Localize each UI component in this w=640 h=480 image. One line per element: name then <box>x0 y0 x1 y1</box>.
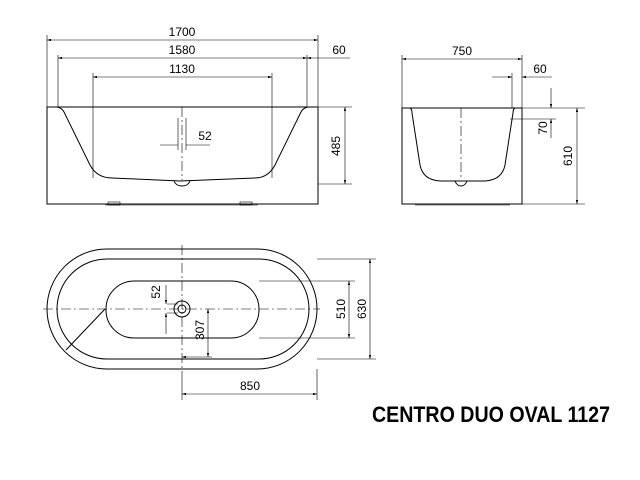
side-view: 750 60 70 610 <box>401 44 585 206</box>
front-view: 1700 1580 1130 60 52 485 <box>46 25 352 206</box>
dim-510: 510 <box>334 299 348 319</box>
dim-750: 750 <box>452 44 472 58</box>
basin-floor-oval <box>105 280 260 339</box>
side-basin-profile <box>409 107 516 182</box>
dim-307: 307 <box>193 320 207 340</box>
front-basin-profile <box>56 106 309 182</box>
radius-line <box>65 308 106 351</box>
dim-850: 850 <box>240 379 260 393</box>
dim-52-top: 52 <box>149 285 163 299</box>
dim-1130: 1130 <box>169 62 195 76</box>
top-view: 52 307 510 630 850 <box>43 245 376 400</box>
product-title: CENTRO DUO OVAL 1127 <box>372 402 610 427</box>
front-outline <box>46 106 319 205</box>
dim-1580: 1580 <box>169 43 196 57</box>
dim-52: 52 <box>198 129 212 143</box>
dim-1700: 1700 <box>169 25 196 39</box>
dim-610: 610 <box>561 146 575 166</box>
dim-60-side: 60 <box>533 62 547 76</box>
dim-70: 70 <box>536 121 550 135</box>
side-outline <box>401 107 523 205</box>
dim-630: 630 <box>355 299 369 319</box>
dim-60: 60 <box>332 43 346 57</box>
drain-outlet <box>173 180 191 187</box>
dim-485: 485 <box>329 136 343 156</box>
